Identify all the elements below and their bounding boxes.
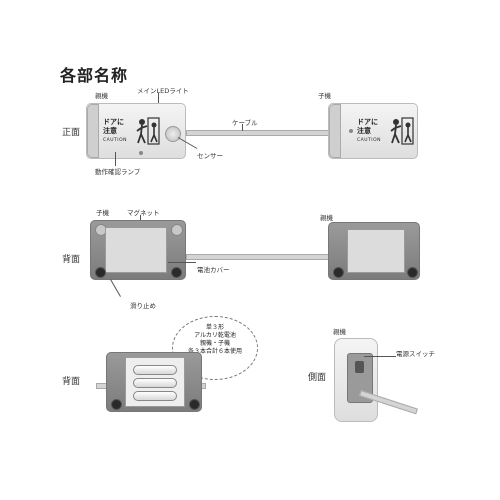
non-slip-foot-icon (333, 267, 344, 278)
parent-unit-back (328, 222, 420, 280)
battery-icon (133, 378, 177, 388)
battery-cover (105, 227, 167, 273)
non-slip-foot-icon (111, 399, 122, 410)
child-lamp-icon (349, 129, 353, 133)
sensor-label: センサー (197, 152, 223, 160)
front-child-label: 子機 (318, 92, 331, 100)
status-lamp-label: 動作確認ランプ (95, 168, 141, 176)
row-label-back-battery: 背面 (62, 377, 81, 387)
battery-cover-label: 電池カバー (197, 266, 230, 274)
side-parent-label: 親機 (333, 328, 346, 336)
child-sign-caution: CAUTION (357, 138, 381, 143)
cable-label: ケーブル (232, 119, 258, 127)
magnet-icon (171, 224, 183, 236)
child-unit-front: ドアに 注意 CAUTION (328, 103, 418, 159)
cable-leader (242, 124, 243, 131)
non-slip-foot-icon (95, 267, 106, 278)
magnet-label: マグネット (127, 209, 160, 217)
page-title: 各部名称 (60, 66, 129, 85)
battery-note-bubble: 単３形 アルカリ乾電池 親機・子機 各３本合計６本使用 (172, 316, 258, 380)
row-label-front: 正面 (62, 128, 81, 138)
status-lamp-icon (139, 151, 143, 155)
power-switch-leader (364, 356, 396, 357)
child-sign-line1: ドアに (357, 118, 378, 126)
sign-line2: 注意 (103, 127, 117, 135)
battery-note-line2: アルカリ乾電池 (194, 332, 236, 339)
main-led-leader (158, 93, 159, 103)
cable-front (186, 130, 330, 136)
non-slip-foot-icon (407, 267, 418, 278)
battery-note-line4: 各３本合計６本使用 (187, 348, 242, 355)
status-lamp-leader (115, 152, 116, 166)
parent-battery-cover (347, 229, 405, 273)
battery-icon (133, 391, 177, 401)
parent-unit-front: ドアに 注意 CAUTION (86, 103, 186, 159)
non-slip-foot-icon (189, 399, 200, 410)
non-slip-leader (110, 279, 121, 297)
battery-icon (133, 365, 177, 375)
row-label-back: 背面 (62, 255, 81, 265)
sensor-icon (165, 126, 181, 142)
main-led-label: メインLEDライト (137, 87, 189, 95)
battery-note-line1: 単３形 (205, 324, 224, 331)
non-slip-label: 滑り止め (130, 302, 156, 310)
battery-cover-leader (168, 262, 196, 263)
child-door-sign: ドアに 注意 CAUTION (357, 118, 381, 145)
unit-open-battery (106, 352, 202, 412)
back-parent-label: 親機 (320, 214, 333, 222)
power-switch (355, 361, 364, 373)
child-endcap (329, 104, 341, 158)
person-at-door-icon (390, 117, 414, 145)
child-sign-line2: 注意 (357, 127, 371, 135)
person-at-door-icon (136, 117, 160, 145)
sign-caution: CAUTION (103, 138, 127, 143)
parent-unit-side (334, 338, 378, 422)
cable-back (186, 254, 330, 260)
back-child-label: 子機 (96, 209, 109, 217)
magnet-leader (140, 215, 141, 223)
non-slip-foot-icon (171, 267, 182, 278)
battery-note-line3: 親機・子機 (199, 340, 230, 347)
parent-endcap (87, 104, 99, 158)
power-switch-label: 電源スイッチ (396, 350, 435, 358)
child-unit-back (90, 220, 186, 280)
sign-line1: ドアに (103, 118, 124, 126)
parent-door-sign: ドアに 注意 CAUTION (103, 118, 127, 145)
front-parent-label: 親機 (95, 92, 108, 100)
row-label-side: 側面 (308, 373, 327, 383)
